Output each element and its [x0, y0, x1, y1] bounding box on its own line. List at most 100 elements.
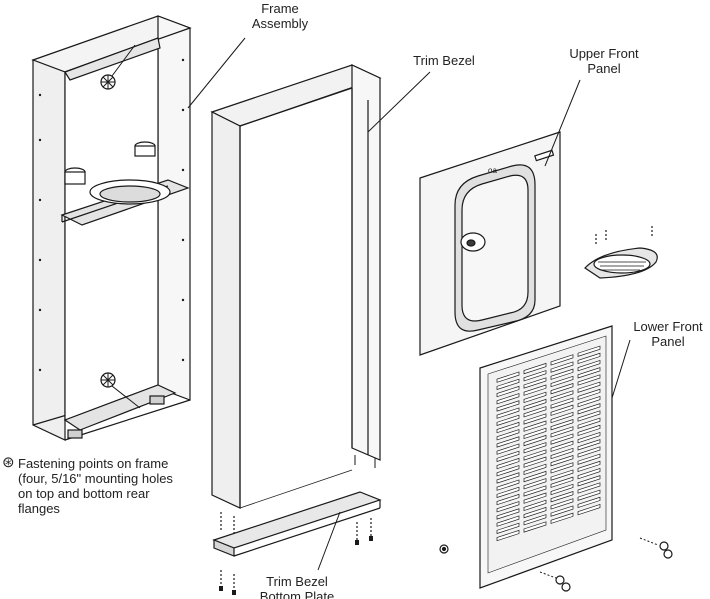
louver-slot: [550, 383, 574, 395]
note-line-4: flanges: [18, 501, 60, 516]
louver-slot: [523, 370, 547, 382]
louver-slot: [577, 475, 601, 487]
fastening-symbol-icon: ⊛: [2, 454, 15, 471]
louver-slot: [550, 368, 574, 380]
louver-slot: [496, 522, 520, 534]
note-line-3: on top and bottom rear: [18, 486, 150, 501]
louver-slot: [496, 407, 520, 419]
louver-slot: [523, 492, 547, 504]
note-line-1: Fastening points on frame: [18, 456, 169, 471]
louver-slot: [550, 440, 574, 452]
louver-slot: [523, 377, 547, 389]
louver-slot: [523, 470, 547, 483]
louver-slot: [496, 378, 520, 390]
louver-slot: [523, 434, 547, 447]
louver-slot: [523, 485, 547, 497]
label-lower-front-panel-line1: Lower Front: [633, 319, 703, 334]
louver-slot: [496, 443, 520, 455]
louver-slot: [496, 501, 520, 513]
note-line-2: (four, 5/16" mounting holes: [18, 471, 173, 486]
louver-slot: [577, 374, 601, 386]
louver-slot: [550, 426, 574, 438]
svg-text:oa: oa: [488, 166, 497, 175]
louver-slot: [550, 512, 574, 524]
louver-slot: [577, 424, 601, 437]
louver-slot: [550, 433, 574, 445]
louver-slot: [550, 361, 574, 373]
louver-slot: [523, 506, 547, 519]
louver-slot: [550, 447, 574, 460]
louver-slot: [523, 420, 547, 432]
louver-slot: [523, 449, 547, 461]
louver-slot: [577, 439, 601, 451]
label-frame-assembly-line1: Frame: [261, 1, 299, 16]
louver-slot: [523, 427, 547, 440]
louver-slot: [496, 450, 520, 462]
louver-slot: [577, 482, 601, 494]
louver-slot: [577, 431, 601, 444]
louver-slot: [577, 417, 601, 429]
label-lower-front-panel: Lower Front Panel: [620, 319, 710, 349]
label-upper-front-panel-line1: Upper Front: [569, 46, 639, 61]
frame-assembly: [31, 15, 246, 441]
louver-slot: [577, 503, 601, 516]
louver-slot: [523, 384, 547, 396]
louver-slot: [496, 529, 520, 542]
louver-slot: [550, 419, 574, 431]
louver-slot: [550, 375, 574, 388]
louver-slot: [550, 491, 574, 503]
louver-slot: [550, 411, 574, 424]
louver-slot: [523, 521, 547, 533]
louver-slot: [523, 442, 547, 454]
louver-slot: [577, 345, 601, 357]
louver-slot: [550, 505, 574, 517]
louver-slot: [523, 406, 547, 418]
fastening-point-icon: [100, 372, 116, 388]
louver-slot: [496, 465, 520, 477]
louver-slot: [496, 493, 520, 506]
louver-slot: [523, 514, 547, 526]
label-lower-front-panel-line2: Panel: [651, 334, 685, 349]
louver-slot: [496, 421, 520, 434]
louver-slot: [496, 486, 520, 498]
louver-slot: [550, 455, 574, 467]
label-upper-front-panel-line2: Panel: [587, 61, 621, 76]
louver-slot: [496, 371, 520, 383]
fastening-point-icon: [100, 74, 116, 90]
louver-slot: [523, 391, 547, 404]
louver-slot: [577, 460, 601, 473]
louver-slot: [523, 362, 547, 375]
louver-slot: [496, 515, 520, 527]
louver-slot: [550, 469, 574, 481]
louver-slot: [496, 508, 520, 520]
louver-slot: [577, 403, 601, 415]
louver-slot: [550, 404, 574, 416]
louver-slot: [496, 414, 520, 426]
louver-slot: [496, 400, 520, 412]
label-trim-bezel-bottom-plate-line2: Bottom Plate: [259, 589, 335, 599]
louver-slot: [577, 352, 601, 365]
louver-slot: [496, 472, 520, 484]
louver-slot: [577, 446, 601, 458]
louver-slot: [496, 385, 520, 398]
louver-slot: [550, 354, 574, 366]
louver-slot: [523, 499, 547, 512]
louver-slot: [577, 453, 601, 465]
panel-screws: [439, 537, 673, 592]
label-trim-bezel: Trim Bezel: [413, 53, 475, 68]
louver-slot: [550, 483, 574, 496]
louver-slot: [523, 456, 547, 468]
upper-front-panel: oa: [419, 79, 658, 356]
louver-slot: [496, 436, 520, 448]
label-trim-bezel-bottom-plate-line1: Trim Bezel: [266, 574, 328, 589]
label-frame-assembly-line2: Assembly: [251, 16, 309, 31]
louver-slot: [496, 393, 520, 405]
louver-slot: [577, 410, 601, 422]
louver-slot: [577, 388, 601, 401]
louver-slot: [496, 479, 520, 491]
lower-front-panel: [439, 325, 673, 592]
louver-slot: [523, 398, 547, 411]
louver-slot: [577, 367, 601, 379]
